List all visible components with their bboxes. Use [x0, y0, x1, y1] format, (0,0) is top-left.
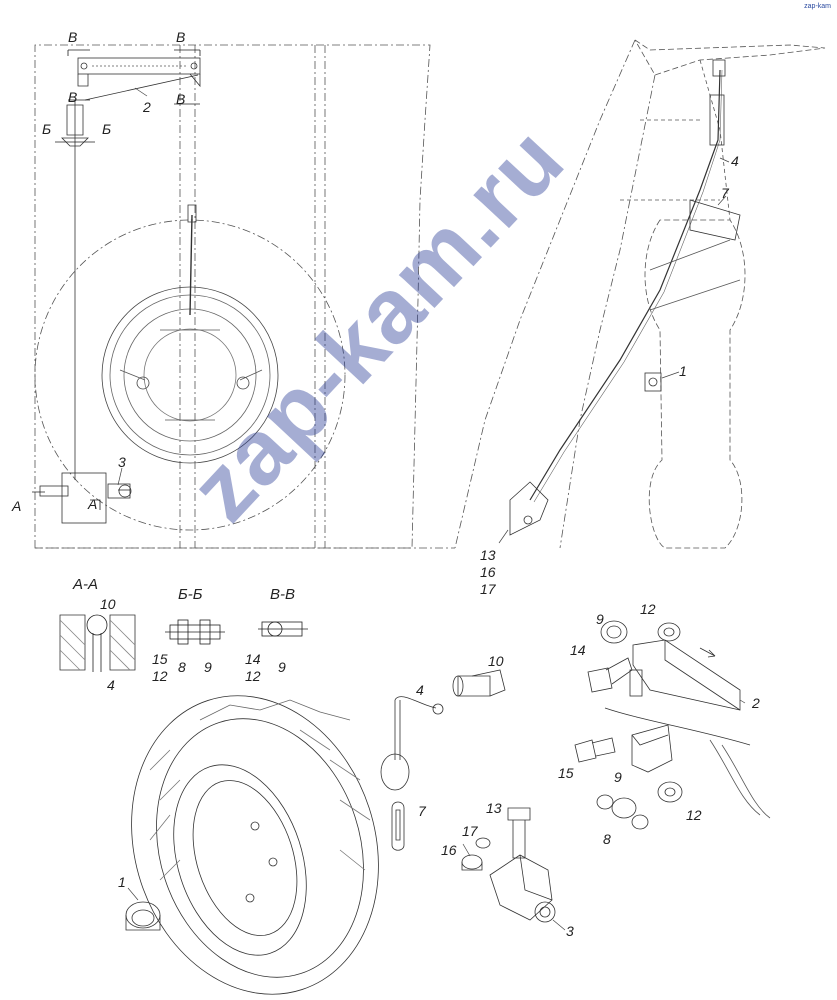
wheel-side	[644, 219, 746, 549]
section-aa-4: 4	[107, 677, 115, 693]
callout-7-side: 7	[721, 185, 729, 201]
top-right-view	[454, 39, 826, 549]
part-10-label: 10	[488, 653, 504, 669]
part-16-label: 16	[441, 842, 457, 858]
part-8-label: 8	[603, 831, 611, 847]
label-a-left: А	[12, 498, 22, 514]
section-aa-title: А-А	[73, 576, 99, 593]
washer-17	[475, 837, 491, 849]
callout-3-top: 3	[118, 454, 126, 470]
callout-16-side: 16	[480, 564, 496, 580]
part-12-low-label: 12	[686, 807, 702, 823]
bolt-15	[574, 737, 616, 763]
pin-10	[452, 669, 506, 697]
callout-1-side: 1	[679, 363, 687, 379]
section-bb-8: 8	[178, 659, 186, 675]
label-b-left: Б	[42, 121, 52, 137]
section-aa-10: 10	[100, 596, 116, 612]
label-v-mid-left: В	[68, 89, 78, 105]
part-3-label: 3	[566, 923, 574, 939]
section-bb-9: 9	[204, 659, 212, 675]
callout-2-top: 2	[143, 99, 151, 115]
label-b-right: Б	[102, 121, 112, 137]
tire-part	[131, 695, 379, 995]
corner-mark: zap-kam	[804, 3, 831, 10]
part-2-label: 2	[752, 695, 760, 711]
part-7-label: 7	[418, 803, 426, 819]
section-aa	[59, 614, 136, 672]
section-vv	[258, 621, 308, 637]
callout-4-side: 4	[731, 153, 739, 169]
top-left-view	[32, 44, 455, 549]
hook-7	[391, 801, 405, 851]
nut-1	[125, 901, 161, 931]
bolt-14	[587, 657, 633, 693]
top-bracket	[77, 57, 201, 75]
callout-13-side: 13	[480, 547, 496, 563]
part-14-label: 14	[570, 642, 586, 658]
callout-17-side: 17	[480, 581, 496, 597]
section-bb-title: Б-Б	[178, 586, 203, 603]
label-v-mid-right: В	[176, 91, 186, 107]
part-4-label: 4	[416, 682, 424, 698]
section-bb-15: 15	[152, 651, 168, 667]
bracket-3	[489, 854, 556, 923]
part-17-label: 17	[462, 823, 478, 839]
part-15-label: 15	[558, 765, 574, 781]
spare-wheel-outline	[34, 219, 346, 531]
nut-9-top	[600, 620, 628, 644]
label-v-top-left: В	[68, 29, 78, 45]
label-a-right: А	[88, 496, 98, 512]
section-vv-14: 14	[245, 651, 261, 667]
bolt-13	[507, 807, 531, 859]
section-vv-12: 12	[245, 668, 261, 684]
bracket-2	[629, 639, 741, 711]
nut-16	[461, 854, 483, 871]
nut-12-top	[657, 622, 681, 642]
section-bb-12: 12	[152, 668, 168, 684]
part-12-top-label: 12	[640, 601, 656, 617]
part-1-label: 1	[118, 874, 126, 890]
part-9-low-label: 9	[614, 769, 622, 785]
washers-8-9	[596, 794, 649, 830]
section-bb	[165, 619, 225, 645]
nut-12-low	[657, 781, 683, 803]
section-vv-9: 9	[278, 659, 286, 675]
part-9-top-label: 9	[596, 611, 604, 627]
label-v-top-right: В	[176, 29, 186, 45]
lower-bracket	[604, 707, 771, 819]
part-13-label: 13	[486, 800, 502, 816]
cable-4	[380, 696, 444, 791]
section-vv-title: В-В	[270, 586, 296, 603]
